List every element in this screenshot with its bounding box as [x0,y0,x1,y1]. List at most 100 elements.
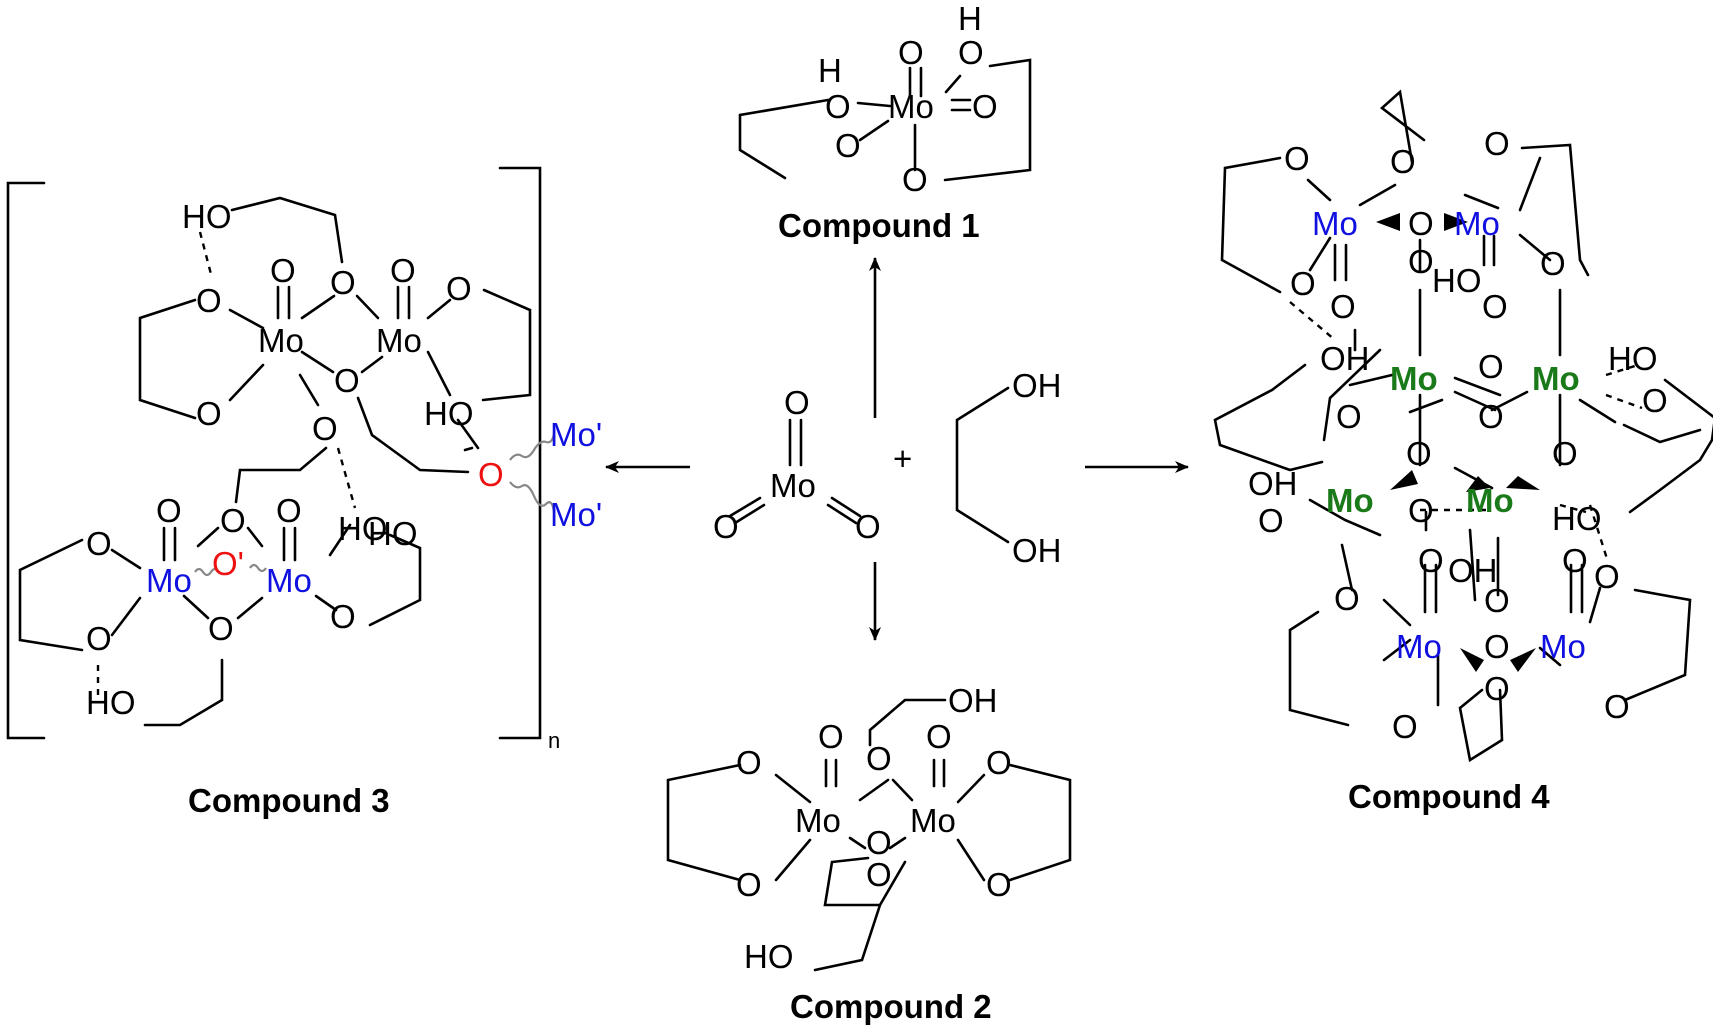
compound-2-label: Compound 2 [790,988,992,1025]
reactant-moo3: O Mo O O [713,384,881,545]
c1-h-top: H [958,0,982,37]
c3-mo-lower-right: Mo [266,562,312,599]
c2-mo-left: Mo [795,802,841,839]
c4-ho-right-1: HO [1608,340,1658,377]
c3-o-upper-right: O [446,270,472,307]
compound-1-label: Compound 1 [778,207,980,244]
c3-mo-prime-lower: Mo' [550,496,602,533]
compound-2-structure: OH O O O O O Mo Mo O O O O HO [666,682,1072,975]
compound-3-label: Compound 3 [188,782,390,819]
c3-mo-upper-left: Mo [258,322,304,359]
c3-o-center: O [312,410,338,447]
c3-bracket-left [6,181,46,740]
c2-o-upper-left: O [736,744,762,781]
plus-sign: + [893,440,912,477]
compound-1-structure: H O O H O Mo O O O [738,0,1032,198]
reactant-ethylene-glycol: OH OH [955,367,1062,569]
c4-o-oxo-top-2: O [1482,288,1508,325]
c3-o-oxo-3: O [156,492,182,529]
c3-mo-prime-upper: Mo' [550,416,602,453]
c4-o-right-2: O [1594,558,1620,595]
c3-o-top-center: O [330,264,356,301]
glycol-oh-top: OH [1012,367,1062,404]
c4-o-oxo-top: O [1330,288,1356,325]
c3-mo-lower-left: Mo [146,562,192,599]
c3-subscript-n: n [548,728,560,753]
c3-ho-bottom: HO [86,684,136,721]
c2-mo-right: Mo [910,802,956,839]
c2-ho-bottom: HO [744,938,794,975]
c3-mo-upper-right: Mo [376,322,422,359]
moo3-o-right: O [855,508,881,545]
c4-mo-bottom-left: Mo [1396,628,1442,665]
c1-o-lower-left: O [835,127,861,164]
c2-o-top-center: O [866,740,892,777]
c3-o-bottom-left: O [86,620,112,657]
c1-o-left: O [825,88,851,125]
moo3-mo: Mo [770,467,816,504]
c4-o-right-mid: O [1552,435,1578,472]
c4-o-bottom-center-3: O [1484,670,1510,707]
c4-o-top-bridge-2: O [1408,243,1434,280]
c4-ho-right-2: HO [1552,500,1602,537]
c2-o-left-oxo: O [818,718,844,755]
c2-o-upper-right: O [986,744,1012,781]
c4-o-bottom-right: O [1604,688,1630,725]
c2-o-center-low: O [866,856,892,893]
c4-o-right-upper: O [1540,245,1566,282]
c3-o-oxo-4: O [276,492,302,529]
c4-oh-bottom: OH [1448,552,1498,589]
c4-o-bottom-oxo-2: O [1562,542,1588,579]
c1-mo: Mo [888,88,934,125]
c4-o-bottom-oxo-1: O [1418,542,1444,579]
c2-o-lower-left: O [736,866,762,903]
glycol-oh-bottom: OH [1012,532,1062,569]
c3-ho-top: HO [182,198,232,235]
c4-oh-left-2: OH [1248,465,1298,502]
c4-o-green-top: O [1478,348,1504,385]
c3-wavy-bond-upper [509,433,556,461]
c4-o-top-right: O [1484,125,1510,162]
c3-o-lower-right: O [330,598,356,635]
c4-o-center-mid: O [1478,398,1504,435]
compound-4-label: Compound 4 [1348,778,1550,815]
c4-mo-green-tr: Mo [1532,360,1580,397]
c4-oh-left-1: OH [1320,340,1370,377]
c4-o-bottom-center-1: O [1484,582,1510,619]
c3-o-bridge-upper: O [334,362,360,399]
compound-4-structure: O O O Mo O Mo O O O HO O O OH Mo O Mo HO… [1213,89,1713,763]
c4-o-bottom-left-2: O [1392,708,1418,745]
c2-o-right-oxo: O [926,718,952,755]
c4-o-left-upper: O [1290,265,1316,302]
c1-o-bottom: O [902,161,928,198]
c4-ho-top: HO [1432,262,1482,299]
c4-o-green-bottom: O [1408,492,1434,529]
c4-o-left-mid: O [1336,398,1362,435]
c3-o-prime-red: O' [212,545,244,582]
compound-3-structure: HO O O O O O Mo Mo O O HO O Mo' O Mo' O … [6,166,602,753]
c4-o-top-left: O [1284,140,1310,177]
c3-o-bottom-center: O [208,610,234,647]
moo3-o-top: O [784,384,810,421]
c3-ho-right-2: HO [368,515,418,552]
c1-o-top: O [898,34,924,71]
c4-o-center-low: O [1406,435,1432,472]
c2-o-bridge: O [866,824,892,861]
c3-wavy-bond-lower [509,481,556,513]
c3-o-lower-left: O [196,395,222,432]
c4-mo-top-left: Mo [1312,205,1358,242]
c4-o-top-bridge: O [1408,205,1434,242]
c4-o-top-center: O [1390,143,1416,180]
c3-o-oxo-2: O [390,252,416,289]
moo3-o-left: O [713,508,739,545]
c3-o-oxo-1: O [270,252,296,289]
c3-ho-mid-right: HO [338,510,388,547]
c4-o-bottom-left: O [1334,580,1360,617]
c4-mo-green-br: Mo [1466,482,1514,519]
c3-ho-right: HO [424,395,474,432]
c4-mo-green-tl: Mo [1390,360,1438,397]
c1-h-left: H [818,52,842,89]
c3-o-upper-left: O [196,282,222,319]
c3-bracket-right [498,166,542,740]
